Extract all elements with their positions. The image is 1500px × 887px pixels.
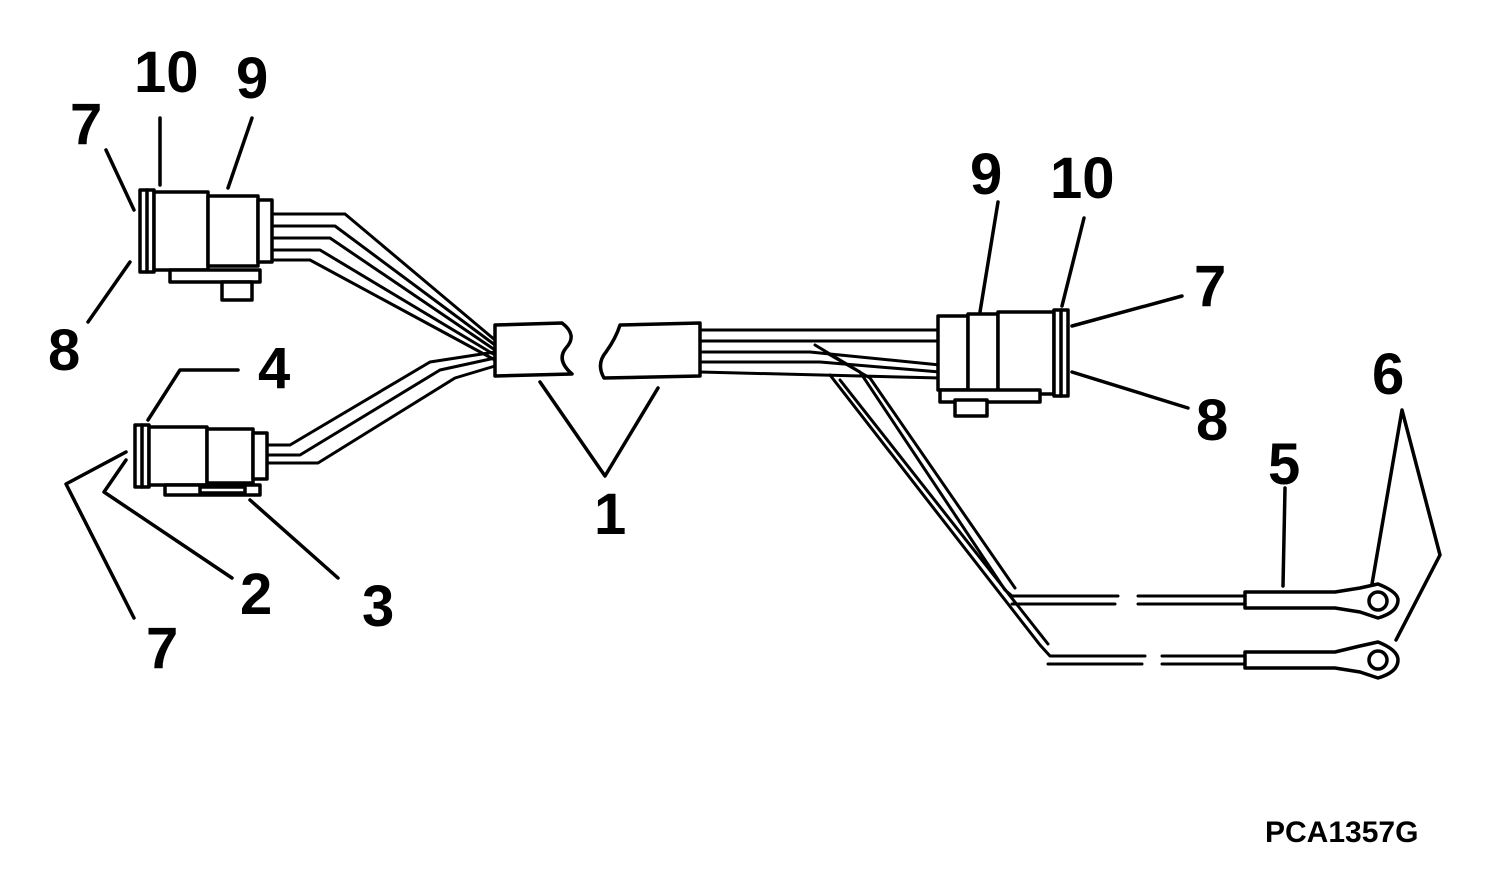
callout-label: 8	[1196, 388, 1228, 453]
ring-terminal-wires	[813, 343, 1247, 666]
callout-label: 6	[1372, 342, 1404, 407]
callout-label: 5	[1268, 432, 1300, 497]
main-trunk-wires	[698, 328, 942, 380]
callout-labels: 10 9 7 8 4 2 3 7 1 9 10 7 8 6 5	[48, 40, 1404, 681]
upper-left-wire-bundle	[268, 212, 497, 362]
ring-terminal-upper	[1243, 582, 1400, 620]
callout-label: 2	[240, 562, 272, 627]
ring-terminal-lower	[1243, 640, 1400, 680]
harness-sleeve	[493, 321, 702, 380]
callout-label: 3	[362, 574, 394, 639]
leader-lines	[64, 116, 1442, 642]
callout-label: 7	[1194, 254, 1226, 319]
callout-label: 7	[70, 92, 102, 157]
callout-label: 7	[146, 616, 178, 681]
callout-label: 9	[236, 46, 268, 111]
right-connector	[936, 308, 1070, 418]
figure-id: PCA1357G	[1265, 816, 1418, 849]
lower-left-wire-bundle	[263, 350, 497, 465]
upper-left-connector	[138, 188, 274, 302]
callout-label: 10	[134, 40, 199, 105]
callout-label: 8	[48, 318, 80, 383]
lower-left-connector	[133, 423, 269, 497]
callout-label: 10	[1050, 146, 1115, 211]
callout-label: 1	[594, 482, 626, 547]
callout-label: 4	[258, 336, 290, 401]
callout-label: 9	[970, 142, 1002, 207]
